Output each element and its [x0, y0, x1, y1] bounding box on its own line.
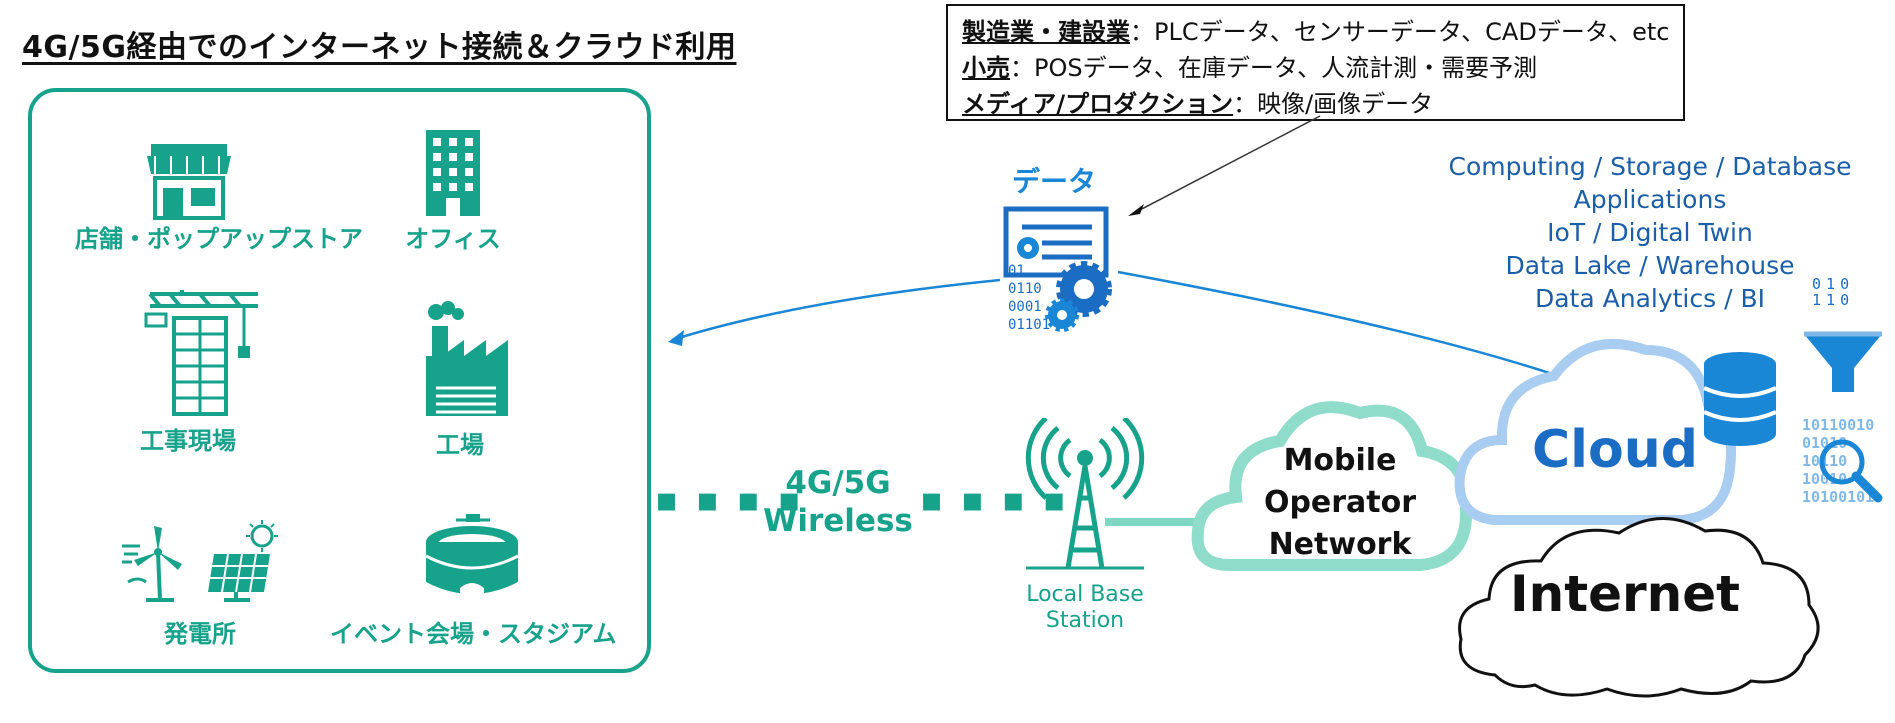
site-label-power-plant: 発電所	[164, 620, 236, 648]
mobile-network-label-line1: Mobile	[1283, 443, 1397, 478]
site-label-store: 店舗・ポップアップストア	[75, 225, 363, 253]
cloud-service-item: Data Lake / Warehouse	[1505, 251, 1795, 280]
base-station-tower-icon	[1025, 418, 1145, 570]
mobile-network-label: Mobile Operator Network	[1240, 440, 1440, 566]
wireless-label-line2: Wireless	[763, 503, 913, 539]
internet-label: Internet	[1510, 565, 1741, 623]
page-title: 4G/5G経由でのインターネット接続＆クラウド利用	[22, 30, 737, 65]
data-document-icon	[1003, 206, 1109, 278]
cloud-label: Cloud	[1532, 420, 1698, 480]
wireless-link-dots-left: ▪ ▪ ▪ ▪	[655, 480, 804, 520]
callout-data-media: ：映像/画像データ	[1233, 90, 1434, 118]
mobile-network-label-line2: Operator	[1263, 485, 1417, 520]
funnel-bit: 0	[1812, 275, 1827, 293]
funnel-bit: 0	[1840, 291, 1855, 309]
callout-line-media: メディア/プロダクション：映像/画像データ	[962, 84, 1433, 119]
base-station-label: Local Base Station	[1005, 582, 1165, 634]
office-building-icon	[426, 130, 480, 216]
funnel-bit: 1	[1812, 291, 1827, 309]
callout-line-retail: 小売：POSデータ、在庫データ、人流計測・需要予測	[962, 48, 1537, 83]
site-label-construction: 工事現場	[140, 427, 236, 455]
site-label-factory: 工場	[436, 431, 484, 459]
callout-pointer-arrow	[1128, 115, 1321, 216]
database-icon	[1703, 352, 1777, 446]
store-icon	[147, 144, 231, 220]
cloud-service-item: Computing / Storage / Database	[1448, 152, 1852, 181]
callout-industry-retail: 小売	[962, 54, 1010, 82]
binary-stream: 10110010 01010 10110 10010 10100101	[1802, 416, 1874, 506]
data-funnel-icon	[1804, 331, 1882, 392]
binary-line: 01101	[1008, 317, 1051, 333]
small-gear-icon	[1017, 237, 1039, 259]
construction-crane-icon	[144, 290, 258, 416]
wireless-label: 4G/5G Wireless	[748, 464, 928, 540]
binary-stream-line: 10110010	[1802, 416, 1875, 434]
cloud-services-list: Computing / Storage / Database Applicati…	[1430, 150, 1870, 315]
callout-data-retail: ：POSデータ、在庫データ、人流計測・需要予測	[1010, 54, 1538, 82]
callout-line-manufacturing: 製造業・建設業：PLCデータ、センサーデータ、CADデータ、etc	[962, 12, 1669, 47]
base-station-label-line2: Station	[1045, 608, 1125, 633]
callout-data-manufacturing: ：PLCデータ、センサーデータ、CADデータ、etc	[1130, 18, 1670, 46]
binary-line: 01	[1008, 263, 1025, 279]
site-label-office: オフィス	[405, 225, 501, 253]
data-label: データ	[1012, 165, 1097, 198]
station-network-link	[1105, 518, 1200, 526]
cloud-service-item: IoT / Digital Twin	[1547, 218, 1753, 247]
funnel-bit: 1	[1826, 275, 1841, 293]
binary-stream-line: 01010	[1802, 434, 1848, 452]
sites-panel	[28, 88, 651, 673]
site-label-event-venue: イベント会場・スタジアム	[330, 620, 617, 648]
callout-industry-media: メディア/プロダクション	[962, 90, 1234, 118]
cloud-service-item: Data Analytics / BI	[1534, 284, 1765, 313]
callout-industry-manufacturing: 製造業・建設業	[962, 18, 1130, 46]
wind-turbine-icon	[122, 526, 182, 602]
base-station-label-line1: Local Base	[1026, 582, 1144, 607]
mobile-network-label-line3: Network	[1268, 527, 1412, 562]
stadium-icon	[425, 514, 519, 604]
wireless-link-dots-right: ▪ ▪ ▪ ▪	[920, 480, 1069, 520]
binary-stream-line: 10100101	[1802, 488, 1875, 506]
cloud-service-item: Applications	[1573, 185, 1727, 214]
binary-stream-line: 10110	[1802, 452, 1848, 470]
large-gears-icon	[1045, 261, 1112, 332]
funnel-bit: 0	[1840, 275, 1855, 293]
binary-line: 0001	[1008, 299, 1042, 315]
data-examples-callout: 製造業・建設業：PLCデータ、センサーデータ、CADデータ、etc 小売：POS…	[946, 4, 1685, 121]
cloud-shape	[1454, 339, 1736, 525]
binary-line: 0110	[1008, 281, 1042, 297]
factory-icon	[426, 301, 508, 416]
magnifier-icon	[1819, 439, 1883, 503]
funnel-bit: 1	[1826, 291, 1841, 309]
binary-data-text: 01 0110 0001 01101	[1008, 262, 1050, 334]
solar-panel-icon	[208, 520, 278, 602]
wireless-label-line1: 4G/5G	[785, 465, 891, 501]
funnel-bits: 010 110	[1812, 276, 1882, 308]
internet-cloud-shape	[1458, 517, 1820, 698]
